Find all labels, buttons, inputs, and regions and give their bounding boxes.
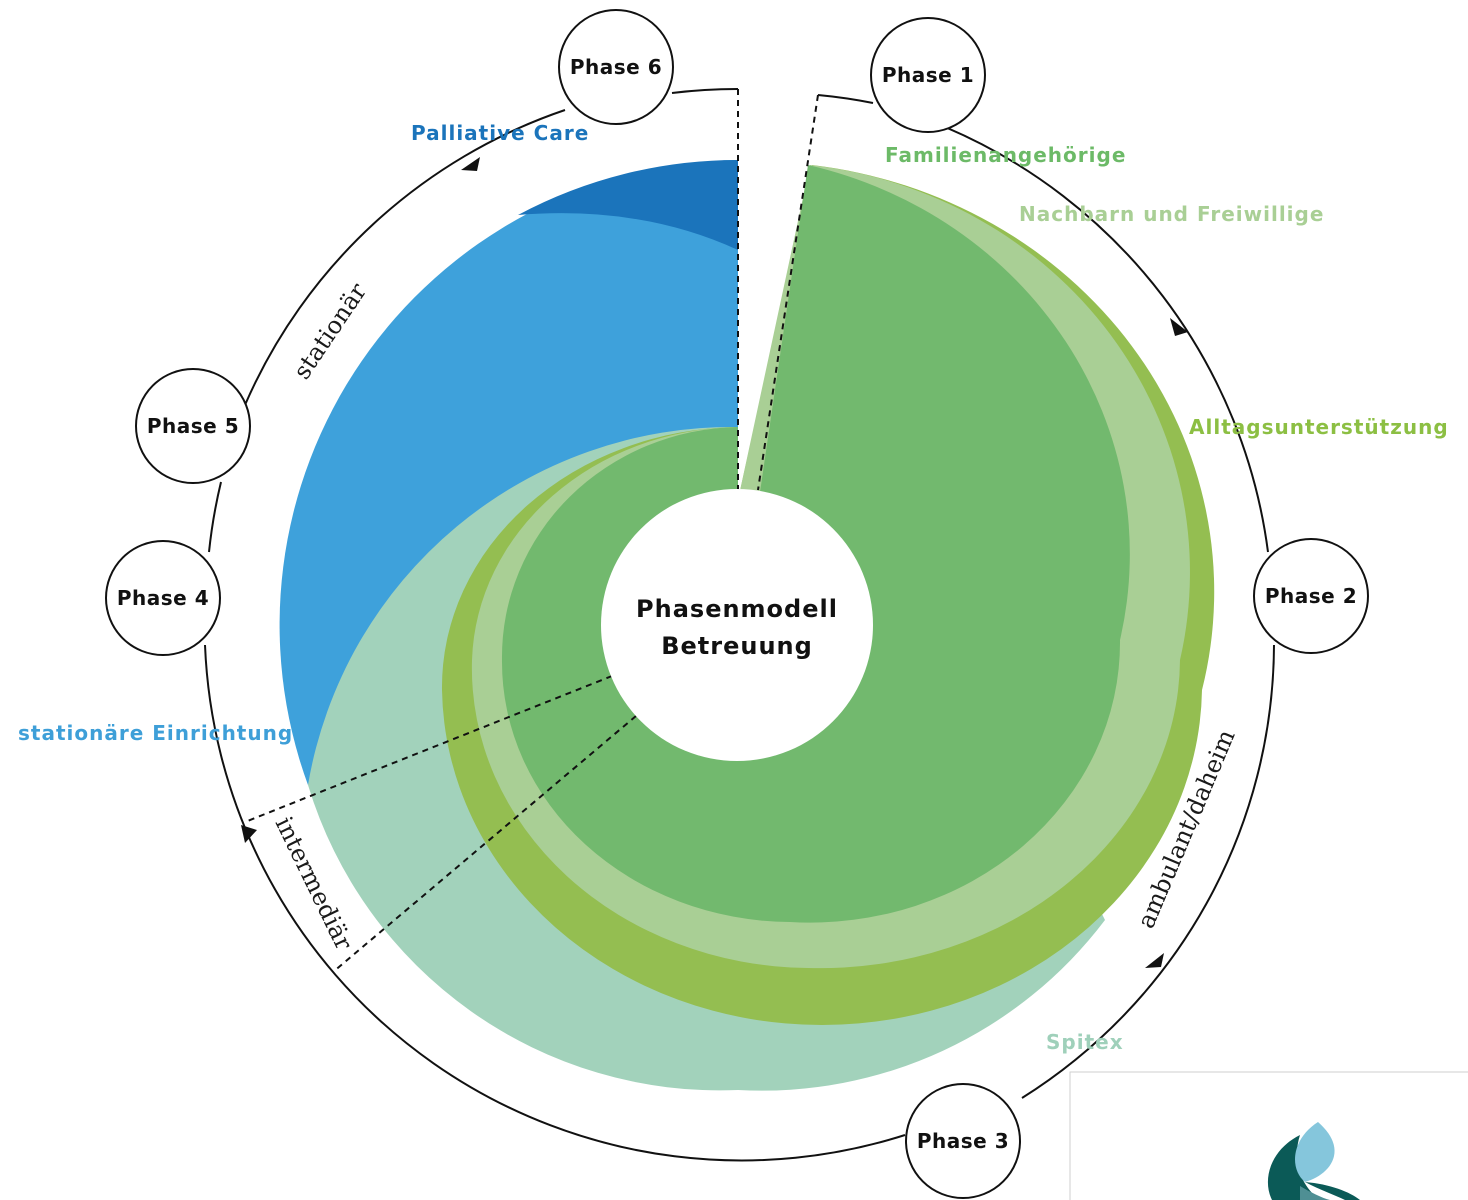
phase-4-node[interactable]: Phase 4 xyxy=(105,540,221,656)
phase-6-label: Phase 6 xyxy=(570,55,662,79)
label-spitex: Spitex xyxy=(1046,1030,1124,1054)
ring-arc-phase3-phase4 xyxy=(204,644,906,1162)
phase-3-node[interactable]: Phase 3 xyxy=(905,1083,1021,1199)
outer-ring xyxy=(204,87,1275,1162)
phase-6-node[interactable]: Phase 6 xyxy=(558,9,674,125)
label-palliative-care: Palliative Care xyxy=(411,121,589,145)
dashed-separators xyxy=(244,89,819,973)
ring-arc-phase1-phase2 xyxy=(944,126,1269,553)
phase-2-node[interactable]: Phase 2 xyxy=(1253,538,1369,654)
palliative-wedge xyxy=(518,159,738,250)
phase-2-label: Phase 2 xyxy=(1265,584,1357,608)
ring-arc-top-phase1 xyxy=(817,94,874,104)
ring-arc-phase4-phase5 xyxy=(208,481,222,553)
center-hub: Phasenmodell Betreuung xyxy=(601,489,873,761)
phase-3-label: Phase 3 xyxy=(917,1129,1009,1153)
arrow-icon xyxy=(241,825,257,843)
phase-1-node[interactable]: Phase 1 xyxy=(870,17,986,133)
arrow-icon xyxy=(461,157,480,171)
phase-4-label: Phase 4 xyxy=(117,586,209,610)
separator-intermediate-2 xyxy=(332,715,637,973)
ring-arc-phase5-phase6 xyxy=(244,109,566,406)
center-circle xyxy=(601,489,873,761)
arrow-icon xyxy=(1145,953,1164,968)
care-labels: Familienangehörige Nachbarn und Freiwill… xyxy=(18,121,1449,1054)
separator-top-right xyxy=(757,94,819,491)
ring-arc-phase6-top xyxy=(671,87,739,94)
label-nachbarn: Nachbarn und Freiwillige xyxy=(1019,202,1324,226)
phase-5-node[interactable]: Phase 5 xyxy=(135,368,251,484)
phase-5-label: Phase 5 xyxy=(147,414,239,438)
phase-1-label: Phase 1 xyxy=(882,63,974,87)
arrow-icon xyxy=(1170,318,1188,336)
label-familienangehoerige: Familienangehörige xyxy=(885,143,1126,167)
flame-logo-icon xyxy=(1267,1122,1360,1200)
label-stationaere-einrichtung: stationäre Einrichtung xyxy=(18,721,293,745)
ring-arrows xyxy=(241,157,1188,968)
center-title-line2: Betreuung xyxy=(661,632,813,660)
logo-card xyxy=(1069,1071,1468,1200)
label-alltag: Alltagsunterstützung xyxy=(1189,415,1449,439)
phase-circles: Phase 1 Phase 2 Phase 3 Phase 4 Phase 5 … xyxy=(105,9,1369,1199)
ring-arc-phase2-phase3 xyxy=(1021,644,1275,1099)
center-title-line1: Phasenmodell xyxy=(636,595,838,623)
